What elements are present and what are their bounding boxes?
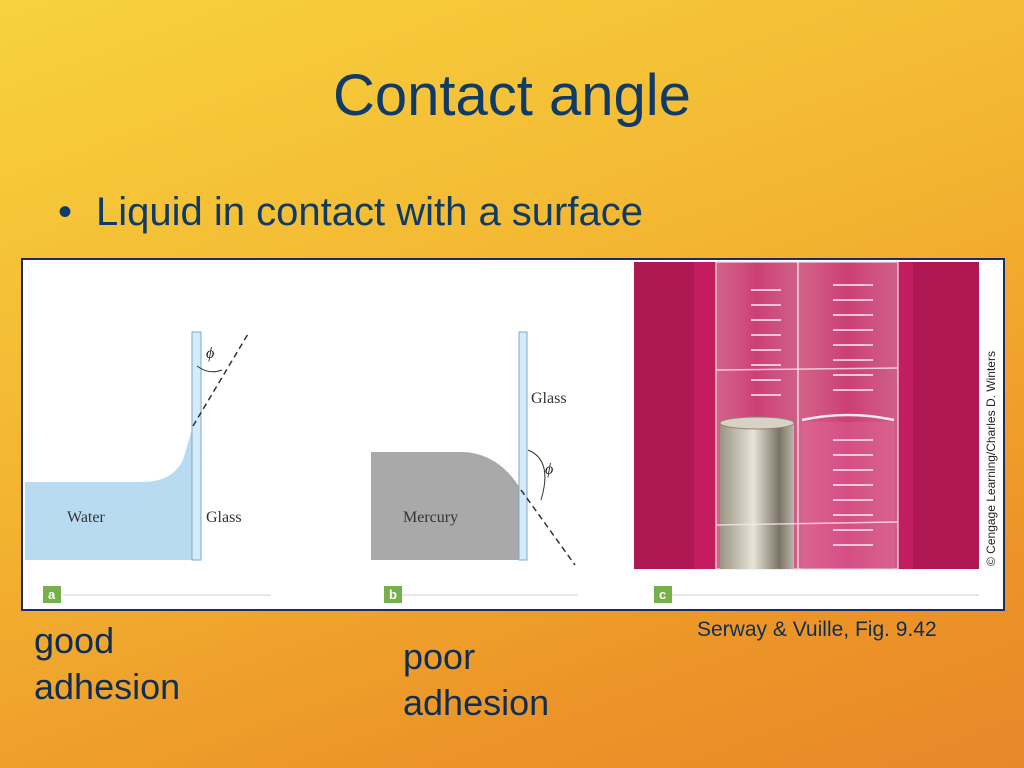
glass-label-b: Glass bbox=[531, 390, 567, 407]
slide-title: Contact angle bbox=[333, 63, 691, 128]
bullet-text: Liquid in contact with a surface bbox=[96, 190, 643, 234]
panel-b: ϕ Mercury Glass b bbox=[371, 331, 578, 603]
contact-angle-figure: ϕ Water Glass a ϕ Mercury Glass b bbox=[21, 258, 1005, 611]
panel-c-tag bbox=[654, 586, 672, 603]
svg-text:b: b bbox=[389, 587, 397, 602]
water-label: Water bbox=[67, 509, 105, 526]
phi-label-a: ϕ bbox=[206, 345, 214, 362]
phi-label-b: ϕ bbox=[545, 461, 553, 478]
bullet-dot: • bbox=[58, 190, 73, 234]
svg-text:a: a bbox=[48, 587, 56, 602]
svg-text:c: c bbox=[659, 587, 666, 602]
panel-a: ϕ Water Glass a bbox=[25, 331, 271, 603]
citation: Serway & Vuille, Fig. 9.42 bbox=[697, 618, 937, 641]
angle-arc-b bbox=[527, 449, 546, 501]
glass-wall-a bbox=[191, 331, 202, 561]
caption-good-adhesion: good adhesion bbox=[34, 620, 181, 707]
panel-b-tag bbox=[384, 586, 402, 603]
panel-c-photo: © Cengage Learning/Charles D. Winters c bbox=[634, 261, 1001, 603]
figure-illustration: ϕ Water Glass a ϕ Mercury Glass b bbox=[25, 261, 1001, 603]
caption-poor-adhesion: poor adhesion bbox=[403, 636, 550, 723]
angle-arc-a bbox=[196, 365, 223, 373]
mercury-region bbox=[371, 452, 521, 560]
tangent-line-b bbox=[520, 489, 576, 566]
mercury-label: Mercury bbox=[403, 509, 458, 526]
panel-a-tag bbox=[43, 586, 61, 603]
photo-credit: © Cengage Learning/Charles D. Winters bbox=[984, 351, 998, 566]
glass-label-a: Glass bbox=[206, 509, 242, 526]
tangent-line-a bbox=[192, 333, 249, 427]
glass-wall-b bbox=[518, 331, 528, 561]
bullet-item: • Liquid in contact with a surface bbox=[58, 190, 643, 235]
water-region bbox=[25, 426, 193, 560]
